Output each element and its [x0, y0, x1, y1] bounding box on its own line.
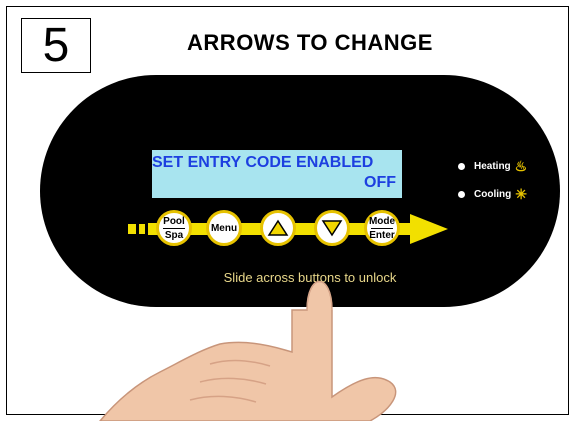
menu-button[interactable]: Menu — [206, 210, 242, 246]
heating-label: Heating — [474, 161, 511, 172]
up-arrow-icon — [267, 219, 289, 236]
cooling-label: Cooling — [474, 189, 512, 200]
menu-label: Menu — [210, 222, 238, 234]
lcd-line-2: OFF — [364, 174, 396, 191]
heating-icon: ♨ — [514, 158, 528, 174]
mode-label: Mode — [368, 215, 396, 227]
pool-spa-button[interactable]: Pool Spa — [156, 210, 192, 246]
mode-enter-divider — [371, 227, 393, 229]
cooling-led — [458, 191, 465, 198]
spa-label: Spa — [164, 229, 184, 241]
pointing-hand-icon — [99, 280, 397, 421]
cooling-indicator: Cooling ✳ — [458, 186, 527, 203]
down-button[interactable] — [314, 210, 350, 246]
heating-indicator: Heating ♨ — [458, 158, 527, 175]
pool-spa-divider — [163, 227, 185, 229]
unlock-slide-track[interactable]: Pool Spa Menu Mode Enter — [128, 210, 448, 256]
lcd-display: SET ENTRY CODE ENABLED OFF — [152, 150, 402, 198]
pool-label: Pool — [163, 215, 185, 227]
heating-led — [458, 163, 465, 170]
enter-label: Enter — [369, 229, 395, 241]
lcd-line-1: SET ENTRY CODE ENABLED — [152, 154, 374, 171]
step-number: 5 — [21, 18, 91, 73]
slide-to-unlock-hint: Slide across buttons to unlock — [223, 270, 397, 285]
cooling-icon: ✳ — [515, 186, 527, 202]
instruction-heading: ARROWS TO CHANGE — [187, 30, 433, 55]
down-arrow-icon — [321, 220, 343, 237]
up-button[interactable] — [260, 210, 296, 246]
mode-enter-button[interactable]: Mode Enter — [364, 210, 400, 246]
